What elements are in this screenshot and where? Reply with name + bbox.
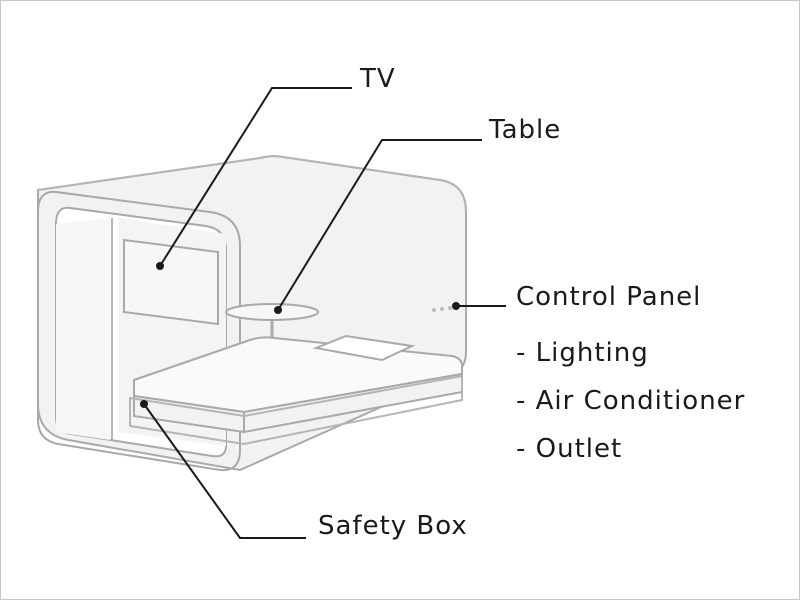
bed-base xyxy=(129,374,463,446)
safety-box-label: Safety Box xyxy=(318,511,468,541)
interior-left-wall xyxy=(56,218,110,440)
tv-leader-dot xyxy=(156,262,164,270)
capsule-top-edge xyxy=(37,154,467,213)
tv-leader-line xyxy=(159,87,352,267)
control-panel-label: Control Panel xyxy=(516,282,702,312)
control-panel-dot xyxy=(448,306,452,310)
table-leader-dot xyxy=(274,306,282,314)
safety-box-leader-dot xyxy=(140,400,148,408)
feature-lighting: - Lighting xyxy=(516,338,649,368)
tv-label: TV xyxy=(360,64,396,94)
capsule-front-frame-outer xyxy=(37,190,241,472)
control-panel-dot xyxy=(432,308,436,312)
feature-outlet: - Outlet xyxy=(516,434,623,464)
tv-screen xyxy=(123,238,219,326)
table-label: Table xyxy=(489,115,562,145)
feature-air-conditioner: - Air Conditioner xyxy=(516,386,746,416)
table-top xyxy=(225,303,319,321)
control-panel-leader-dot xyxy=(452,302,460,310)
table-leader-line xyxy=(277,139,482,311)
control-panel-dot xyxy=(440,307,444,311)
safety-box-leader-line xyxy=(143,403,306,539)
pillow xyxy=(312,334,416,362)
